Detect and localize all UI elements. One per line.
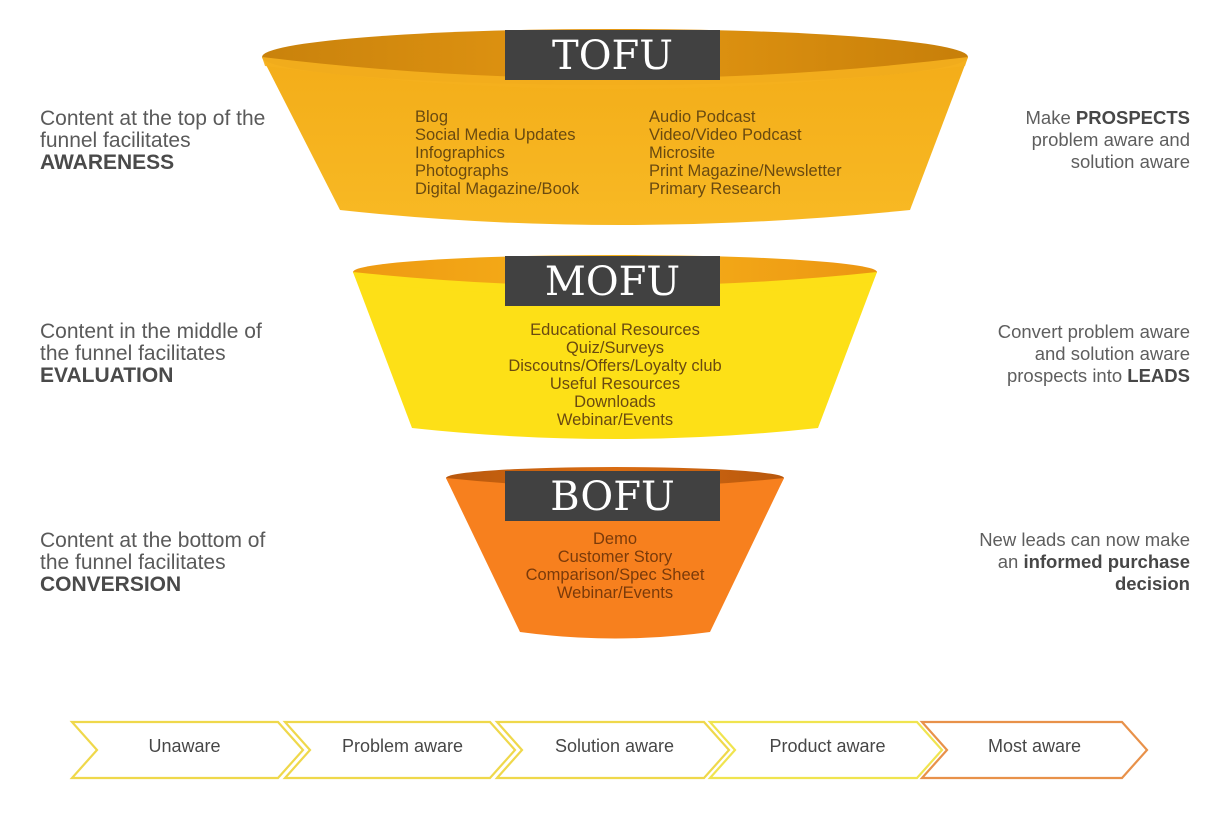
arrow-label-most-aware: Most aware — [987, 736, 1082, 756]
note-line: Convert problem aware — [997, 321, 1190, 342]
content-type-item: Infographics — [415, 144, 505, 162]
content-type-item: Webinar/Events — [556, 411, 674, 429]
content-type-item: Demo — [592, 530, 637, 548]
arrow-step-problem-aware — [282, 720, 517, 780]
content-type-item: Video/Video Podcast — [649, 126, 802, 144]
content-type-item: Quiz/Surveys — [565, 339, 665, 357]
note-line: funnel facilitates — [40, 129, 191, 152]
content-type-item: Useful Resources — [549, 375, 681, 393]
content-type-item: Print Magazine/Newsletter — [649, 162, 842, 180]
mofu-body — [353, 272, 877, 439]
note-line: an informed purchase — [979, 551, 1190, 573]
content-type-item: Customer Story — [557, 548, 673, 566]
bofu-right-note: New leads can now make an informed purch… — [979, 529, 1190, 595]
mofu-left-note: Content in the middle of the funnel faci… — [40, 321, 262, 387]
content-type-item: Blog — [415, 108, 449, 126]
content-type-item: Primary Research — [649, 180, 782, 198]
arrow-step-solution-aware — [494, 720, 731, 780]
arrow-step-unaware — [69, 720, 305, 780]
note-line: New leads can now make — [979, 529, 1190, 550]
bofu-left-note: Content at the bottom of the funnel faci… — [40, 530, 265, 596]
arrow-label-problem-aware: Problem aware — [341, 736, 464, 756]
arrow-step-most-aware — [919, 720, 1149, 780]
note-line: Content at the top of the — [40, 107, 266, 130]
content-type-item: Discoutns/Offers/Loyalty club — [508, 357, 722, 375]
mofu-items: Educational Resources Quiz/Surveys Disco… — [465, 321, 765, 429]
arrow-label-unaware: Unaware — [148, 736, 221, 756]
stage-goal-awareness: AWARENESS — [40, 151, 175, 174]
note-line: the funnel facilitates — [40, 342, 226, 365]
note-text: prospects into — [1006, 365, 1128, 386]
note-emphasis: informed purchase — [1023, 551, 1190, 572]
note-line: and solution aware — [1034, 343, 1190, 364]
note-line: problem aware and — [1031, 129, 1190, 150]
tofu-tag: TOFU — [505, 30, 720, 80]
mofu-tag: MOFU — [505, 256, 720, 306]
note-text: an — [997, 551, 1024, 572]
note-line: Content at the bottom of — [40, 529, 266, 552]
tofu-items-left: Blog Social Media Updates Infographics P… — [415, 108, 579, 198]
note-line: Make PROSPECTS — [1026, 107, 1191, 129]
tofu-left-note: Content at the top of the funnel facilit… — [40, 108, 265, 174]
stage-goal-conversion: CONVERSION — [40, 573, 182, 596]
content-type-item: Downloads — [574, 393, 656, 411]
arrow-label-product-aware: Product aware — [769, 736, 886, 756]
tofu-right-note: Make PROSPECTS problem aware and solutio… — [1026, 107, 1191, 173]
note-line: Content in the middle of — [40, 320, 262, 343]
note-emphasis: decision — [1114, 573, 1190, 594]
content-type-item: Educational Resources — [530, 321, 700, 339]
content-type-item: Webinar/Events — [556, 584, 674, 602]
stage-goal-evaluation: EVALUATION — [40, 364, 174, 387]
bofu-items: Demo Customer Story Comparison/Spec Shee… — [465, 530, 765, 602]
content-type-item: Comparison/Spec Sheet — [525, 566, 705, 584]
note-line: decision — [979, 573, 1190, 595]
arrow-label-solution-aware: Solution aware — [554, 736, 675, 756]
note-emphasis: PROSPECTS — [1075, 107, 1190, 128]
note-line: solution aware — [1070, 151, 1190, 172]
tofu-body — [262, 57, 968, 225]
tofu-items-right: Audio Podcast Video/Video Podcast Micros… — [649, 108, 842, 198]
content-type-item: Photographs — [415, 162, 509, 180]
content-type-item: Social Media Updates — [415, 126, 576, 144]
content-type-item: Digital Magazine/Book — [415, 180, 580, 198]
note-line: the funnel facilitates — [40, 551, 226, 574]
note-emphasis: LEADS — [1127, 365, 1190, 386]
bofu-tag: BOFU — [505, 471, 720, 521]
content-type-item: Audio Podcast — [649, 108, 756, 126]
content-type-item: Microsite — [649, 144, 716, 162]
note-line: prospects into LEADS — [998, 365, 1190, 387]
awareness-arrow-bar — [69, 720, 1149, 780]
arrow-step-product-aware — [707, 720, 944, 780]
mofu-right-note: Convert problem aware and solution aware… — [998, 321, 1190, 387]
note-text: Make — [1025, 107, 1076, 128]
